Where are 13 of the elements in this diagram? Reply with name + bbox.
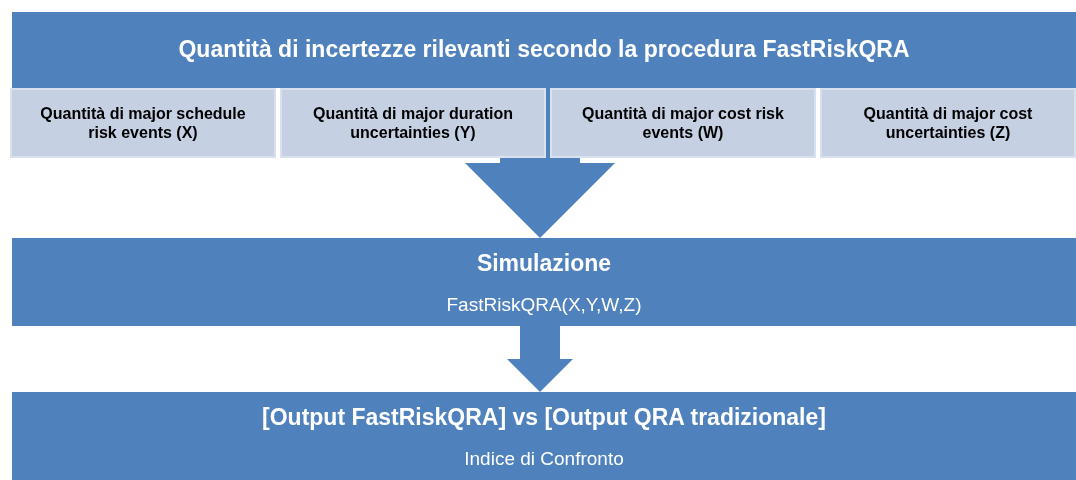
process-band xyxy=(12,238,1076,326)
heading: Quantità di incertezze rilevanti secondo la procedura FastRiskQRA xyxy=(177,36,911,63)
heading: Simulazione xyxy=(475,250,613,277)
process-band xyxy=(12,392,1076,480)
item-box: Quantità di major schedule risk events (X) xyxy=(10,88,276,158)
item-box: Quantità di major cost risk events (W) xyxy=(550,88,816,158)
subheading: FastRiskQRA(X,Y,W,Z) xyxy=(445,294,643,316)
heading: [Output FastRiskQRA] vs [Output QRA tradizionale] xyxy=(261,404,827,431)
item-box: Quantità di major cost uncertainties (Z) xyxy=(820,88,1076,158)
header-band xyxy=(12,12,1076,88)
subheading: Indice di Confronto xyxy=(463,448,625,470)
block-arrow xyxy=(507,326,573,392)
item-box: Quantità di major duration uncertainties (Y) xyxy=(280,88,546,158)
